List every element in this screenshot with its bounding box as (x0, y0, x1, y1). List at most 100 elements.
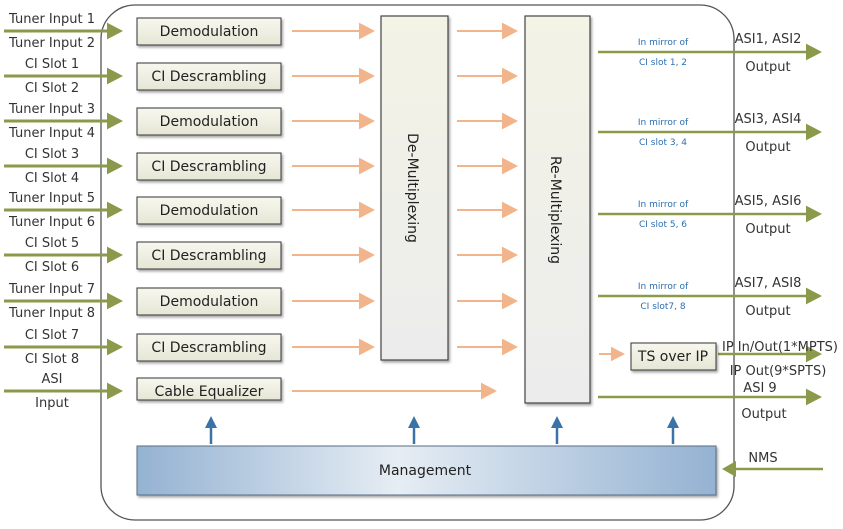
ip-output-label-top: IP In/Out(1*MPTS) (722, 340, 838, 355)
stage-to-demux-arrow (292, 201, 375, 219)
mirror-label-top: In mirror of (638, 38, 689, 48)
stage-to-demux-arrow (292, 22, 375, 40)
stage-block: Demodulation (136, 287, 282, 316)
ts-over-ip-block: TS over IP (630, 342, 717, 371)
input-label-bottom: CI Slot 6 (25, 260, 79, 275)
input-label-bottom: CI Slot 4 (25, 171, 79, 186)
stage-block: Cable Equalizer (136, 377, 282, 401)
stage-block: CI Descrambling (136, 62, 282, 91)
input-label-bottom: Tuner Input 4 (8, 126, 95, 141)
stage-block: Demodulation (136, 196, 282, 225)
mirror-label-top: In mirror of (638, 200, 689, 210)
stage-label: CI Descrambling (151, 248, 266, 264)
stage-label: Demodulation (160, 294, 259, 310)
input-label-top: CI Slot 7 (25, 328, 79, 343)
demux-to-remux-arrow (457, 67, 518, 85)
stage-label: CI Descrambling (151, 159, 266, 175)
management-block: Management (136, 445, 717, 496)
input-label-bottom: CI Slot 2 (25, 81, 79, 96)
management-up-arrow (408, 416, 420, 444)
input-label-bottom: CI Slot 8 (25, 352, 79, 367)
stage-to-demux-arrow (292, 338, 375, 356)
stage-to-demux-arrow (292, 112, 375, 130)
mirror-label-bottom: CI slot 5, 6 (639, 220, 687, 230)
mirror-label-top: In mirror of (638, 118, 689, 128)
ip-output-label-bottom: IP Out(9*SPTS) (730, 364, 827, 379)
input-label-top: Tuner Input 3 (8, 102, 95, 117)
stage-block: CI Descrambling (136, 333, 282, 362)
ip-output-arrow (718, 345, 822, 363)
output-label-top: ASI7, ASI8 (735, 276, 802, 291)
demux-to-remux-arrow (457, 157, 518, 175)
management-label: Management (379, 463, 472, 479)
mirror-label-bottom: CI slot7, 8 (640, 302, 685, 312)
input-arrow (4, 112, 123, 130)
output-label-bottom: Output (745, 140, 790, 155)
output-label-bottom: Output (745, 60, 790, 75)
stage-block: CI Descrambling (136, 241, 282, 270)
management-up-arrow (205, 416, 217, 444)
input-label-top: CI Slot 5 (25, 236, 79, 251)
input-label-top: ASI (42, 372, 63, 387)
output-label-top: ASI5, ASI6 (735, 194, 802, 209)
stage-to-demux-arrow (292, 246, 375, 264)
demux-to-remux-arrow (457, 112, 518, 130)
management-up-arrow (551, 416, 563, 444)
stage-to-demux-arrow (292, 292, 375, 310)
input-arrow (4, 67, 123, 85)
demux-to-remux-arrow (457, 201, 518, 219)
demux-to-remux-arrow (457, 338, 518, 356)
input-arrow (4, 246, 123, 264)
stage-label: Cable Equalizer (155, 384, 264, 400)
output-label-bottom: Output (745, 222, 790, 237)
input-label-bottom: Input (35, 396, 69, 411)
input-arrow (4, 157, 123, 175)
input-label-top: Tuner Input 1 (8, 12, 95, 27)
input-arrow (4, 292, 123, 310)
stage-label: CI Descrambling (151, 69, 266, 85)
remux-block: Re-Multiplexing (524, 15, 591, 404)
input-label-bottom: Tuner Input 2 (8, 36, 95, 51)
output-arrow (598, 205, 822, 223)
stage-to-demux-arrow (292, 67, 375, 85)
output-label-top: ASI1, ASI2 (735, 32, 802, 47)
asi9-output-arrow (598, 388, 822, 406)
input-arrow (4, 22, 123, 40)
input-arrow (4, 382, 123, 400)
remux-to-ts-arrow (599, 346, 625, 362)
input-arrow (4, 338, 123, 356)
mirror-label-bottom: CI slot 1, 2 (639, 58, 687, 68)
remux-label: Re-Multiplexing (547, 156, 563, 264)
asi9-label-top: ASI 9 (743, 381, 776, 396)
input-arrow (4, 201, 123, 219)
nms-label: NMS (748, 451, 777, 466)
stage-block: Demodulation (136, 107, 282, 136)
output-label-bottom: Output (745, 304, 790, 319)
stage-block: CI Descrambling (136, 152, 282, 181)
input-label-top: Tuner Input 7 (8, 282, 95, 297)
stage-label: Demodulation (160, 114, 259, 130)
output-arrow (598, 287, 822, 305)
mirror-label-top: In mirror of (638, 282, 689, 292)
demux-to-remux-arrow (457, 246, 518, 264)
stage-block: Demodulation (136, 17, 282, 46)
management-up-arrow (667, 416, 679, 444)
nms-arrow (722, 461, 823, 477)
input-label-bottom: Tuner Input 8 (8, 306, 95, 321)
demux-label: De-Multiplexing (404, 133, 420, 243)
asi9-label-bottom: Output (741, 407, 786, 422)
input-label-bottom: Tuner Input 6 (8, 215, 95, 230)
stage-label: Demodulation (160, 24, 259, 40)
output-label-top: ASI3, ASI4 (735, 112, 802, 127)
output-arrow (598, 123, 822, 141)
input-label-top: Tuner Input 5 (8, 191, 95, 206)
mirror-label-bottom: CI slot 3, 4 (639, 138, 687, 148)
input-label-top: CI Slot 3 (25, 147, 79, 162)
demux-to-remux-arrow (457, 292, 518, 310)
ts-over-ip-label: TS over IP (637, 349, 708, 365)
stage-label: Demodulation (160, 203, 259, 219)
demux-block: De-Multiplexing (380, 15, 449, 361)
output-arrow (598, 43, 822, 61)
stage-label: CI Descrambling (151, 340, 266, 356)
